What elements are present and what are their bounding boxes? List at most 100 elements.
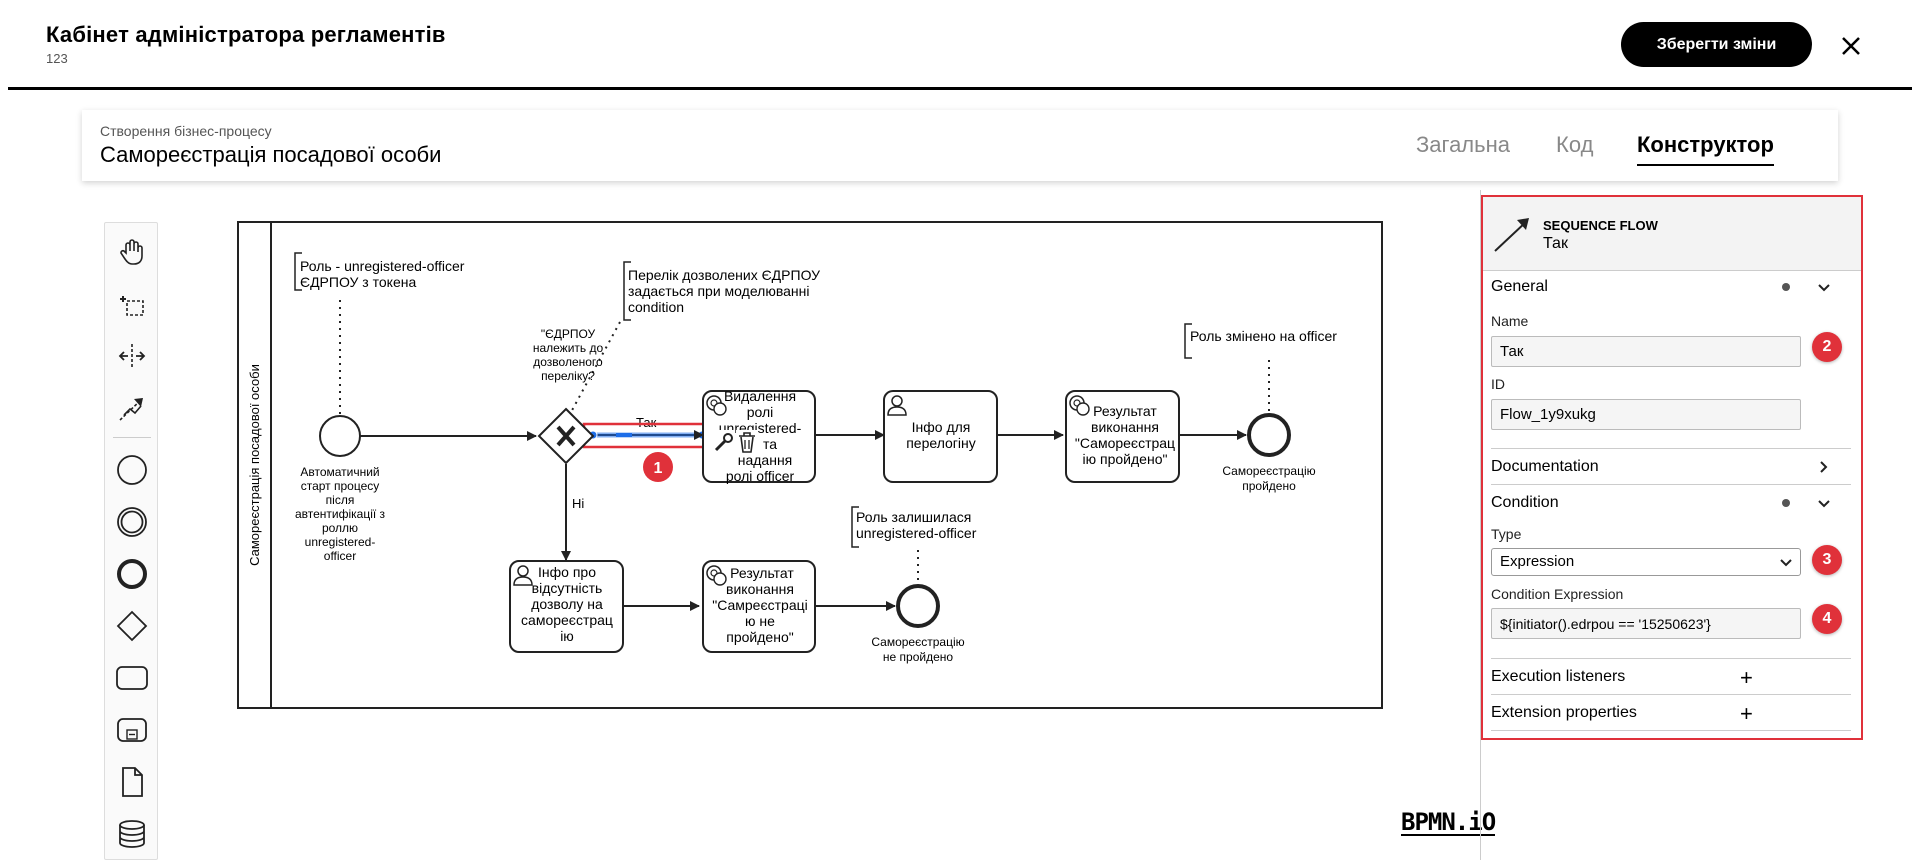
gateway-tool[interactable] [105,603,159,649]
svg-text:officer: officer [324,549,356,563]
svg-text:Самореєстрацію: Самореєстрацію [871,635,964,649]
close-button[interactable] [1835,30,1867,62]
start-event[interactable]: Автоматичний старт процесу після автенти… [295,415,386,563]
id-label: ID [1491,376,1505,392]
intermediate-event-icon [117,507,147,537]
svg-text:Інфо про: Інфо про [538,564,596,580]
end-event-ok[interactable]: Самореєстрацію пройдено [1222,413,1316,493]
group-condition-title[interactable]: Condition [1491,494,1559,511]
gear-icon [706,395,727,416]
gear-icon [1069,395,1090,416]
global-connect-icon [119,398,143,421]
svg-text:надання: надання [738,452,793,468]
save-changes-button[interactable]: Зберегти зміни [1621,22,1812,67]
data-store-tool[interactable] [105,811,159,857]
end-event-icon [117,559,147,589]
condition-expression-label: Condition Expression [1491,586,1624,602]
group-execution-listeners-title[interactable]: Execution listeners [1491,668,1626,685]
separator [1491,730,1851,731]
svg-text:ЄДРПОУ з токена: ЄДРПОУ з токена [300,274,416,290]
bpmn-diagram: Самореєстрація посадової особи Роль - un… [237,221,1383,709]
svg-text:Роль - unregistered-officer: Роль - unregistered-officer [300,258,465,274]
hand-tool[interactable] [105,229,159,275]
annotation-role-officer[interactable]: Роль змінено на officer [1184,323,1337,413]
svg-text:ю не: ю не [745,613,775,629]
svg-text:ію пройдено": ію пройдено" [1083,451,1168,467]
svg-text:задається при моделюванні: задається при моделюванні [628,283,809,299]
group-general: General [1491,277,1851,637]
condition-type-select[interactable]: Expression [1491,548,1801,576]
start-event-icon [117,455,147,485]
task-result-ok[interactable]: Результат виконання "Самореєстрац ію про… [1065,390,1180,483]
context-pad[interactable] [713,430,758,454]
marker-badge-2: 2 [1812,332,1842,362]
chevron-down-icon [1780,559,1792,567]
svg-text:condition: condition [628,299,684,315]
annotation-role-top[interactable]: Роль - unregistered-officer ЄДРПОУ з ток… [294,252,465,414]
task-remove-role[interactable]: Видалення ролі unregistered- та надання … [702,388,816,484]
wrench-icon[interactable] [714,433,733,452]
separator [1491,658,1851,659]
id-input[interactable] [1491,399,1801,430]
app-subtitle: 123 [46,51,68,66]
task-tool[interactable] [105,655,159,701]
add-extension-property-icon[interactable]: + [1740,701,1753,726]
palette-separator [113,437,151,438]
add-execution-listener-icon[interactable]: + [1740,665,1753,690]
group-documentation-title[interactable]: Documentation [1491,458,1599,475]
condition-expression-input[interactable] [1491,608,1801,639]
chevron-down-icon[interactable] [1816,280,1832,296]
data-store-icon [119,820,145,848]
svg-text:"Самреєстраці: "Самреєстраці [712,597,807,613]
group-extension-properties-title[interactable]: Extension properties [1491,704,1637,721]
task-info-no-permission[interactable]: Інфо про відсутність дозволу на самореєс… [509,560,624,653]
task-icon [116,666,148,690]
trash-icon[interactable] [739,432,755,453]
sequence-flows[interactable]: Ні [360,430,1247,611]
breadcrumb: Створення бізнес-процесу [100,123,272,139]
app-title: Кабінет адміністратора регламентів [46,22,446,47]
group-general-title[interactable]: General [1491,278,1548,295]
space-tool-icon [118,344,146,368]
end-event-tool[interactable] [105,551,159,597]
chevron-down-icon[interactable] [1816,496,1832,512]
sequence-flow-icon [1494,218,1529,252]
top-bar: Кабінет адміністратора регламентів 123 З… [0,0,1920,89]
lasso-tool[interactable] [105,281,159,327]
chevron-right-icon[interactable] [1816,459,1832,475]
end-event-fail[interactable]: Самореєстрацію не пройдено [871,584,965,664]
tab-general[interactable]: Загальна [1416,132,1510,157]
gear-icon [706,565,727,586]
task-result-fail[interactable]: Результат виконання "Самреєстраці ю не п… [702,560,816,653]
element-name: Так [1543,235,1568,252]
svg-text:Видалення: Видалення [724,388,796,404]
close-icon [1842,37,1860,55]
svg-text:пройдено": пройдено" [726,629,793,645]
space-tool[interactable] [105,333,159,379]
tab-code[interactable]: Код [1556,132,1594,157]
annotation-edrpou-list[interactable]: Перелік дозволених ЄДРПОУ задається при … [569,261,820,415]
exclusive-gateway[interactable]: "ЄДРПОУ належить до дозволеного переліку… [533,327,604,465]
svg-text:належить до: належить до [533,341,604,355]
subprocess-tool[interactable] [105,707,159,753]
start-event-tool[interactable] [105,447,159,493]
bpmn-io-logo[interactable]: BPMN.iO [1401,808,1496,836]
name-input[interactable] [1491,336,1801,367]
svg-text:пройдено: пройдено [1242,479,1296,493]
user-icon [513,565,533,586]
svg-text:дозволеного: дозволеного [533,355,603,369]
process-title: Самореєстрація посадової особи [100,142,442,167]
bpmn-canvas[interactable]: Самореєстрація посадової особи Роль - un… [160,190,1480,860]
tab-constructor[interactable]: Конструктор [1637,132,1774,166]
general-dot-indicator [1782,283,1790,291]
data-object-tool[interactable] [105,759,159,805]
global-connect-tool[interactable] [105,385,159,431]
flow-yes-label: Так [636,415,657,430]
intermediate-event-tool[interactable] [105,499,159,545]
task-info-relogin[interactable]: Інфо для перелогіну [883,390,998,483]
svg-text:не пройдено: не пройдено [883,650,953,664]
data-object-icon [122,767,143,797]
annotation-role-remain[interactable]: Роль залишилася unregistered-officer [851,506,977,584]
svg-text:виконання: виконання [726,581,794,597]
